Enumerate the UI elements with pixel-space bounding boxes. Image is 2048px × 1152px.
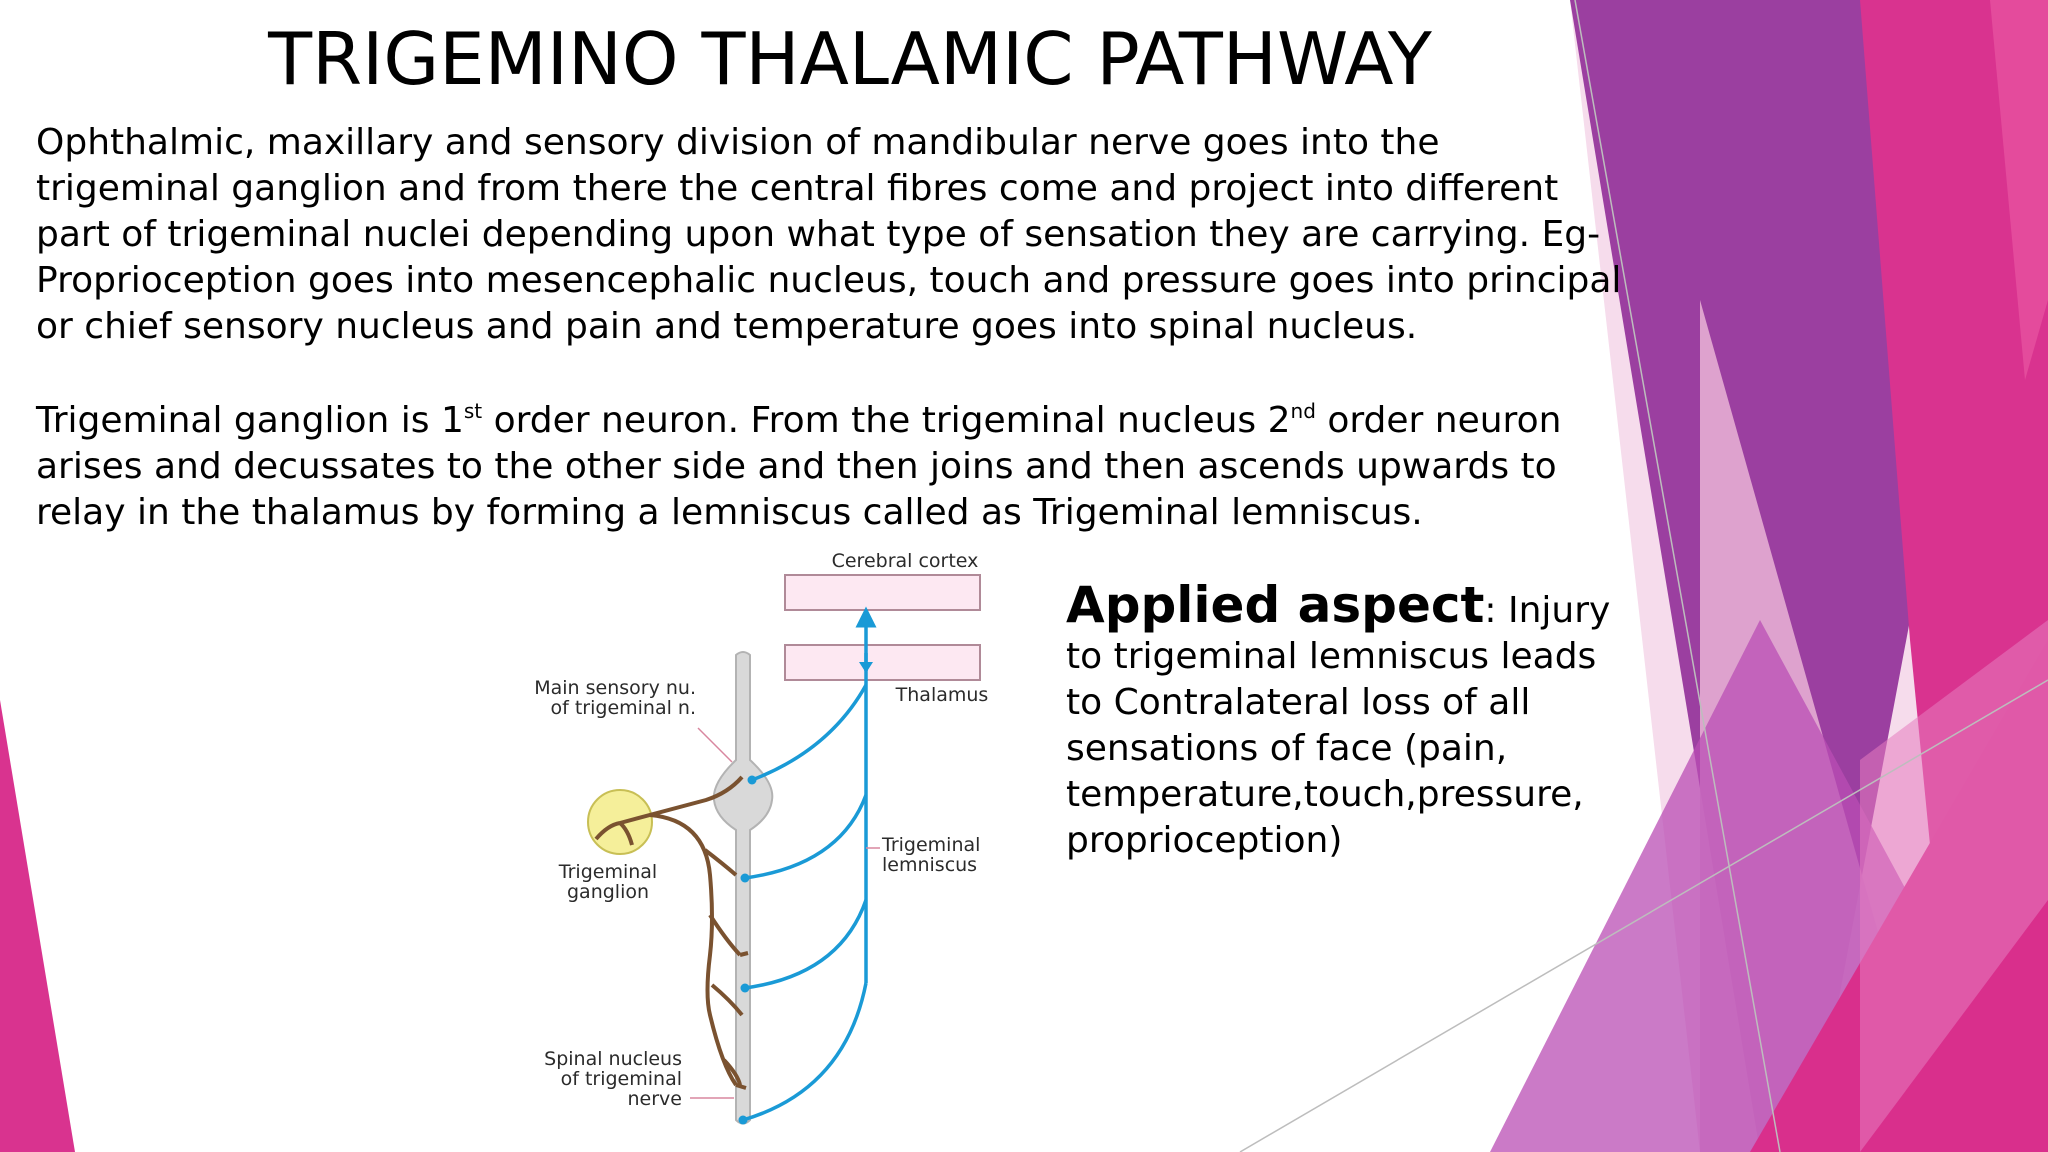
first-order-terminal-2 [739, 951, 749, 957]
first-order-collateral-4 [722, 1058, 742, 1086]
thin-diagonal-line-1 [1574, 0, 1781, 1152]
second-order-fibre-2 [744, 794, 868, 880]
paragraph2-part2: order neuron. From the trigeminal nucleu… [482, 400, 1291, 441]
label-main-sensory-line1: Main sensory nu. [534, 677, 696, 699]
label-spinal-line1: Spinal nucleus [544, 1048, 682, 1070]
thin-diagonal-line-2 [1239, 679, 2048, 1152]
label-lemniscus-line1: Trigeminal [881, 834, 980, 856]
label-lemniscus-line2: lemniscus [882, 854, 977, 876]
paragraph2-part1: Trigeminal ganglion is 1 [36, 400, 464, 441]
label-ganglion-line1: Trigeminal [558, 861, 657, 883]
right-magenta-strip [1990, 0, 2048, 380]
applied-aspect-text: : Injury to trigeminal lemniscus leads t… [1066, 590, 1611, 861]
synapse-dot-2 [740, 873, 750, 883]
paragraph-neuron-order: Trigeminal ganglion is 1st order neuron.… [36, 398, 1626, 536]
slide-title: TRIGEMINO THALAMIC PATHWAY [268, 17, 1432, 101]
brainstem-column [712, 651, 774, 1125]
leader-main-sensory [697, 727, 733, 763]
thalamus-relay-arrowhead [859, 662, 873, 673]
paragraph2-part3: order neuron arises and decussates to th… [36, 400, 1562, 533]
second-order-fibre-3 [744, 899, 868, 990]
thalamus-box [784, 644, 981, 681]
first-order-peripheral-branch-1 [594, 821, 621, 841]
left-magenta-triangle [0, 700, 75, 1152]
synapse-dot-spinal [738, 1115, 748, 1125]
first-order-collateral-2 [708, 913, 742, 957]
first-order-central-to-main-sensory [619, 775, 744, 825]
trigeminal-pathway-diagram: Cerebral cortex Thalamus [534, 550, 989, 1125]
label-spinal-line3: nerve [628, 1088, 682, 1110]
second-order-fibre-spinal [742, 982, 868, 1122]
cerebral-cortex-box [784, 574, 981, 611]
label-main-sensory-line2: of trigeminal n. [550, 697, 696, 719]
synapse-dot-main-sensory [747, 775, 757, 785]
right-pink-lower-fold [1860, 620, 2048, 1152]
paragraph-pathway-description: Ophthalmic, maxillary and sensory divisi… [36, 122, 1622, 347]
applied-aspect: Applied aspect: Injury to trigeminal lem… [1066, 576, 1626, 864]
label-cerebral-cortex: Cerebral cortex [832, 550, 979, 572]
label-spinal-line2: of trigeminal [561, 1068, 682, 1090]
synapse-dot-3 [740, 983, 750, 993]
applied-aspect-heading: Applied aspect [1066, 576, 1485, 634]
first-order-collateral-1 [703, 848, 738, 877]
superscript-nd: nd [1290, 399, 1316, 423]
second-order-fibre-main-sensory [751, 684, 868, 782]
label-ganglion-line2: ganglion [567, 881, 649, 903]
first-order-descending-root [649, 813, 738, 1087]
label-thalamus: Thalamus [895, 684, 989, 706]
first-order-collateral-3 [710, 983, 744, 1017]
first-order-terminal-4 [735, 1083, 747, 1090]
superscript-st: st [463, 399, 483, 423]
